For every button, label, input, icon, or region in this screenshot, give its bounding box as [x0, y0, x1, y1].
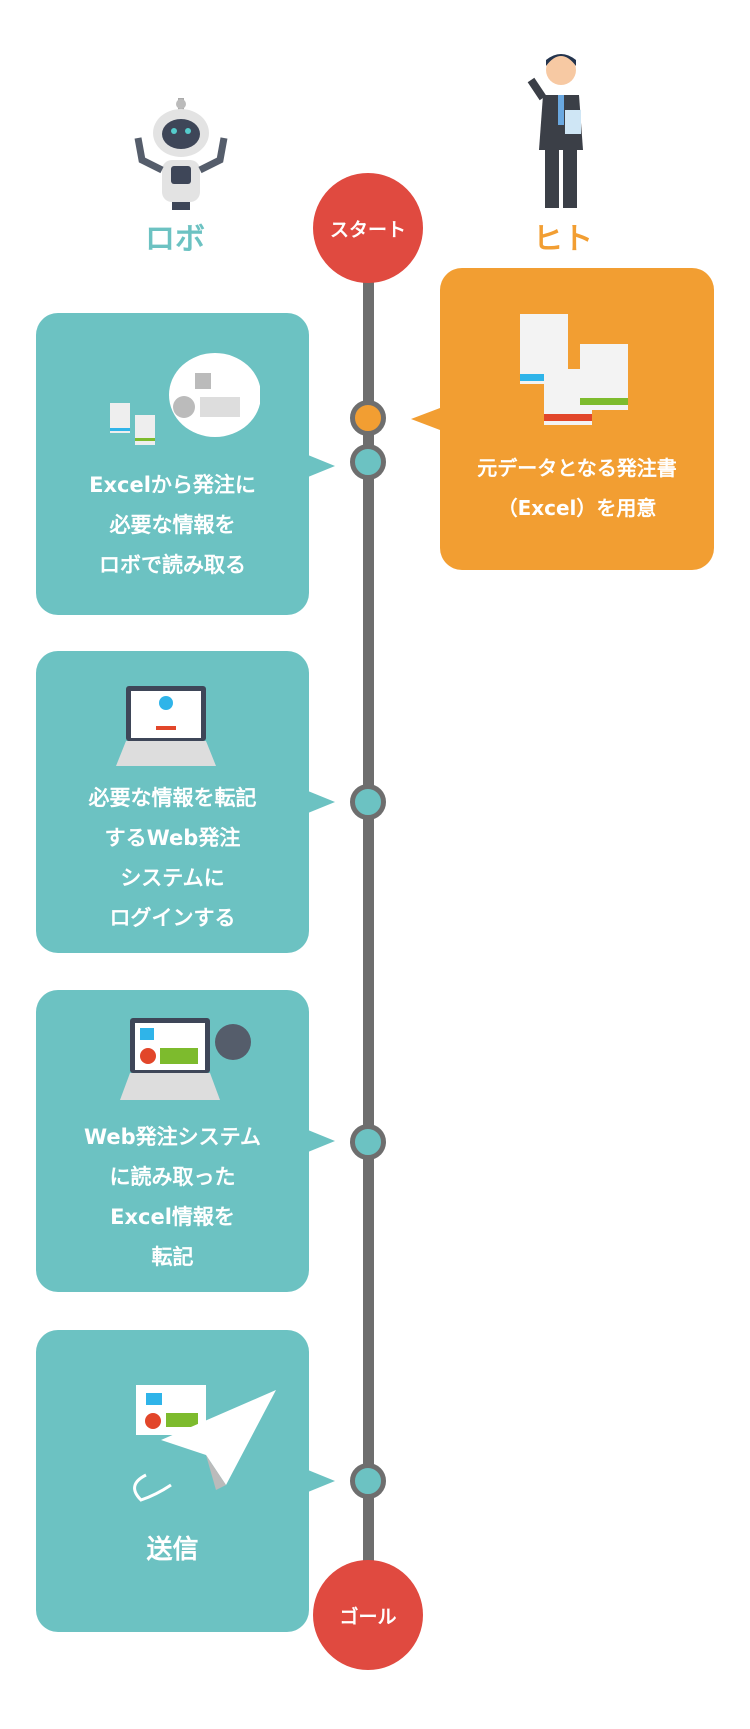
timeline-dot-1: [350, 444, 386, 480]
timeline-dot-3: [350, 1124, 386, 1160]
goal-marker: ゴール: [313, 1560, 423, 1670]
robot-step-line: 必要な情報を転記: [88, 786, 257, 810]
robot-step-line: するWeb発注: [104, 826, 241, 850]
robot-step-line: Excel情報を: [110, 1205, 235, 1229]
laptop-data-entry-icon: [120, 1018, 251, 1100]
robot-step-card-2: 必要な情報を転記 するWeb発注 システムに ログインする: [36, 651, 335, 953]
businessman-illustration: [527, 54, 583, 208]
robot-step-line: Web発注システム: [83, 1125, 262, 1149]
robot-illustration: [134, 98, 228, 210]
start-marker: スタート: [313, 173, 423, 283]
robot-step-line: に読み取った: [109, 1165, 236, 1189]
human-label: ヒト: [533, 222, 593, 257]
robot-step-line: ロボで読み取る: [99, 553, 246, 577]
timeline-dot-4: [350, 1463, 386, 1499]
timeline-dot-2: [350, 784, 386, 820]
robot-step-line: ログインする: [109, 906, 236, 930]
robot-step-line: Excelから発注に: [89, 473, 256, 497]
robot-step-card-3: Web発注システム に読み取った Excel情報を 転記: [36, 990, 335, 1292]
robot-step-line: 転記: [151, 1245, 194, 1269]
paper-plane-send-icon: [133, 1385, 276, 1502]
excel-read-icon: [110, 353, 260, 445]
laptop-login-icon: [116, 686, 216, 766]
timeline-dot-human: [350, 400, 386, 436]
human-step-card: 元データとなる発注書 （Excel）を用意: [411, 268, 714, 570]
robot-step-line: システムに: [120, 866, 225, 890]
human-step-line: 元データとなる発注書: [477, 456, 677, 480]
robot-label: ロボ: [145, 222, 205, 257]
robot-step-card-4: 送信: [36, 1330, 335, 1632]
timeline: [363, 270, 374, 1620]
excel-documents-icon: [520, 314, 628, 425]
robot-step-line: 必要な情報を: [109, 513, 236, 537]
robot-step-line: 送信: [146, 1535, 199, 1565]
robot-step-card-1: Excelから発注に 必要な情報を ロボで読み取る: [36, 313, 335, 615]
human-step-line: （Excel）を用意: [497, 496, 657, 520]
